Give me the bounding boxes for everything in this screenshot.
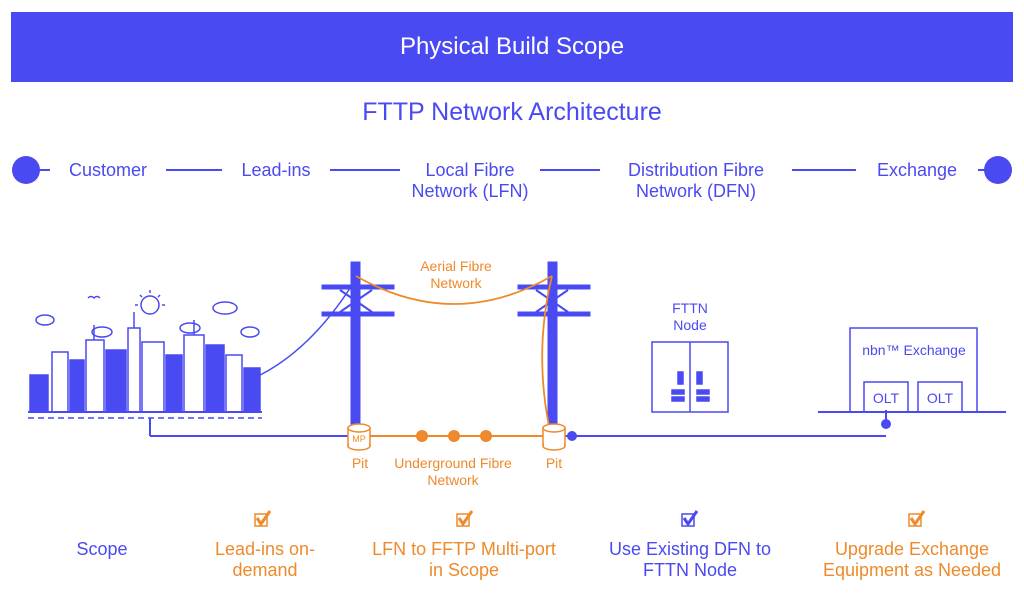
exchange-joint-dot	[881, 419, 891, 429]
pit-label-1: Pit	[351, 455, 369, 471]
aerial-fibre-label: Aerial Fibre Network	[420, 258, 492, 291]
fibre-joint-dot	[448, 430, 460, 442]
header-banner: Physical Build Scope	[11, 12, 1013, 82]
check-icon-dfn	[681, 510, 699, 527]
diagram-title: FTTP Network Architecture	[362, 98, 662, 126]
dfn-joint-dot	[567, 431, 577, 441]
scope-item-lfn: LFN to FFTP Multi-port in Scope	[372, 539, 556, 580]
underground-fibre-label: Underground Fibre Network	[394, 455, 512, 488]
check-icon-exchange	[908, 510, 926, 527]
stage-dfn: Distribution Fibre Network (DFN)	[600, 160, 792, 202]
check-icon-lfn	[456, 510, 474, 527]
aerial-drop-cable	[541, 275, 553, 427]
exchange-label: nbn™ Exchange	[862, 342, 966, 358]
timeline-end-dot	[984, 156, 1012, 184]
stage-lead-ins: Lead-ins	[222, 160, 330, 181]
stage-customer: Customer	[50, 160, 166, 181]
scope-item-dfn: Use Existing DFN to FTTN Node	[608, 539, 772, 580]
mp-label: MP	[352, 434, 366, 444]
pit-icon	[542, 423, 566, 451]
timeline-start-dot	[12, 156, 40, 184]
pit-mp-icon	[347, 423, 371, 451]
city-skyline-icon	[28, 290, 262, 419]
fttn-cabinet-icon	[651, 341, 729, 413]
stage-exchange: Exchange	[856, 160, 978, 181]
aerial-fibre-cable	[355, 275, 553, 305]
fttn-node-label: FTTN Node	[672, 300, 708, 333]
stage-lfn: Local Fibre Network (LFN)	[400, 160, 540, 202]
scope-item-exchange: Upgrade Exchange Equipment as Needed	[822, 539, 1002, 580]
lead-in-aerial-line	[253, 281, 355, 379]
pit-label-2: Pit	[545, 455, 563, 471]
scope-heading: Scope	[76, 539, 128, 559]
olt-label-2: OLT	[926, 390, 954, 406]
exchange-building-icon	[818, 327, 1006, 413]
scope-item-leadins: Lead-ins on-demand	[214, 539, 316, 580]
check-icon-leadins	[254, 510, 272, 527]
power-pole-icon	[321, 261, 395, 435]
fibre-joint-dot	[480, 430, 492, 442]
fibre-joint-dot	[416, 430, 428, 442]
page-title: Physical Build Scope	[399, 33, 625, 60]
olt-label-1: OLT	[872, 390, 900, 406]
power-pole-icon	[517, 261, 591, 435]
